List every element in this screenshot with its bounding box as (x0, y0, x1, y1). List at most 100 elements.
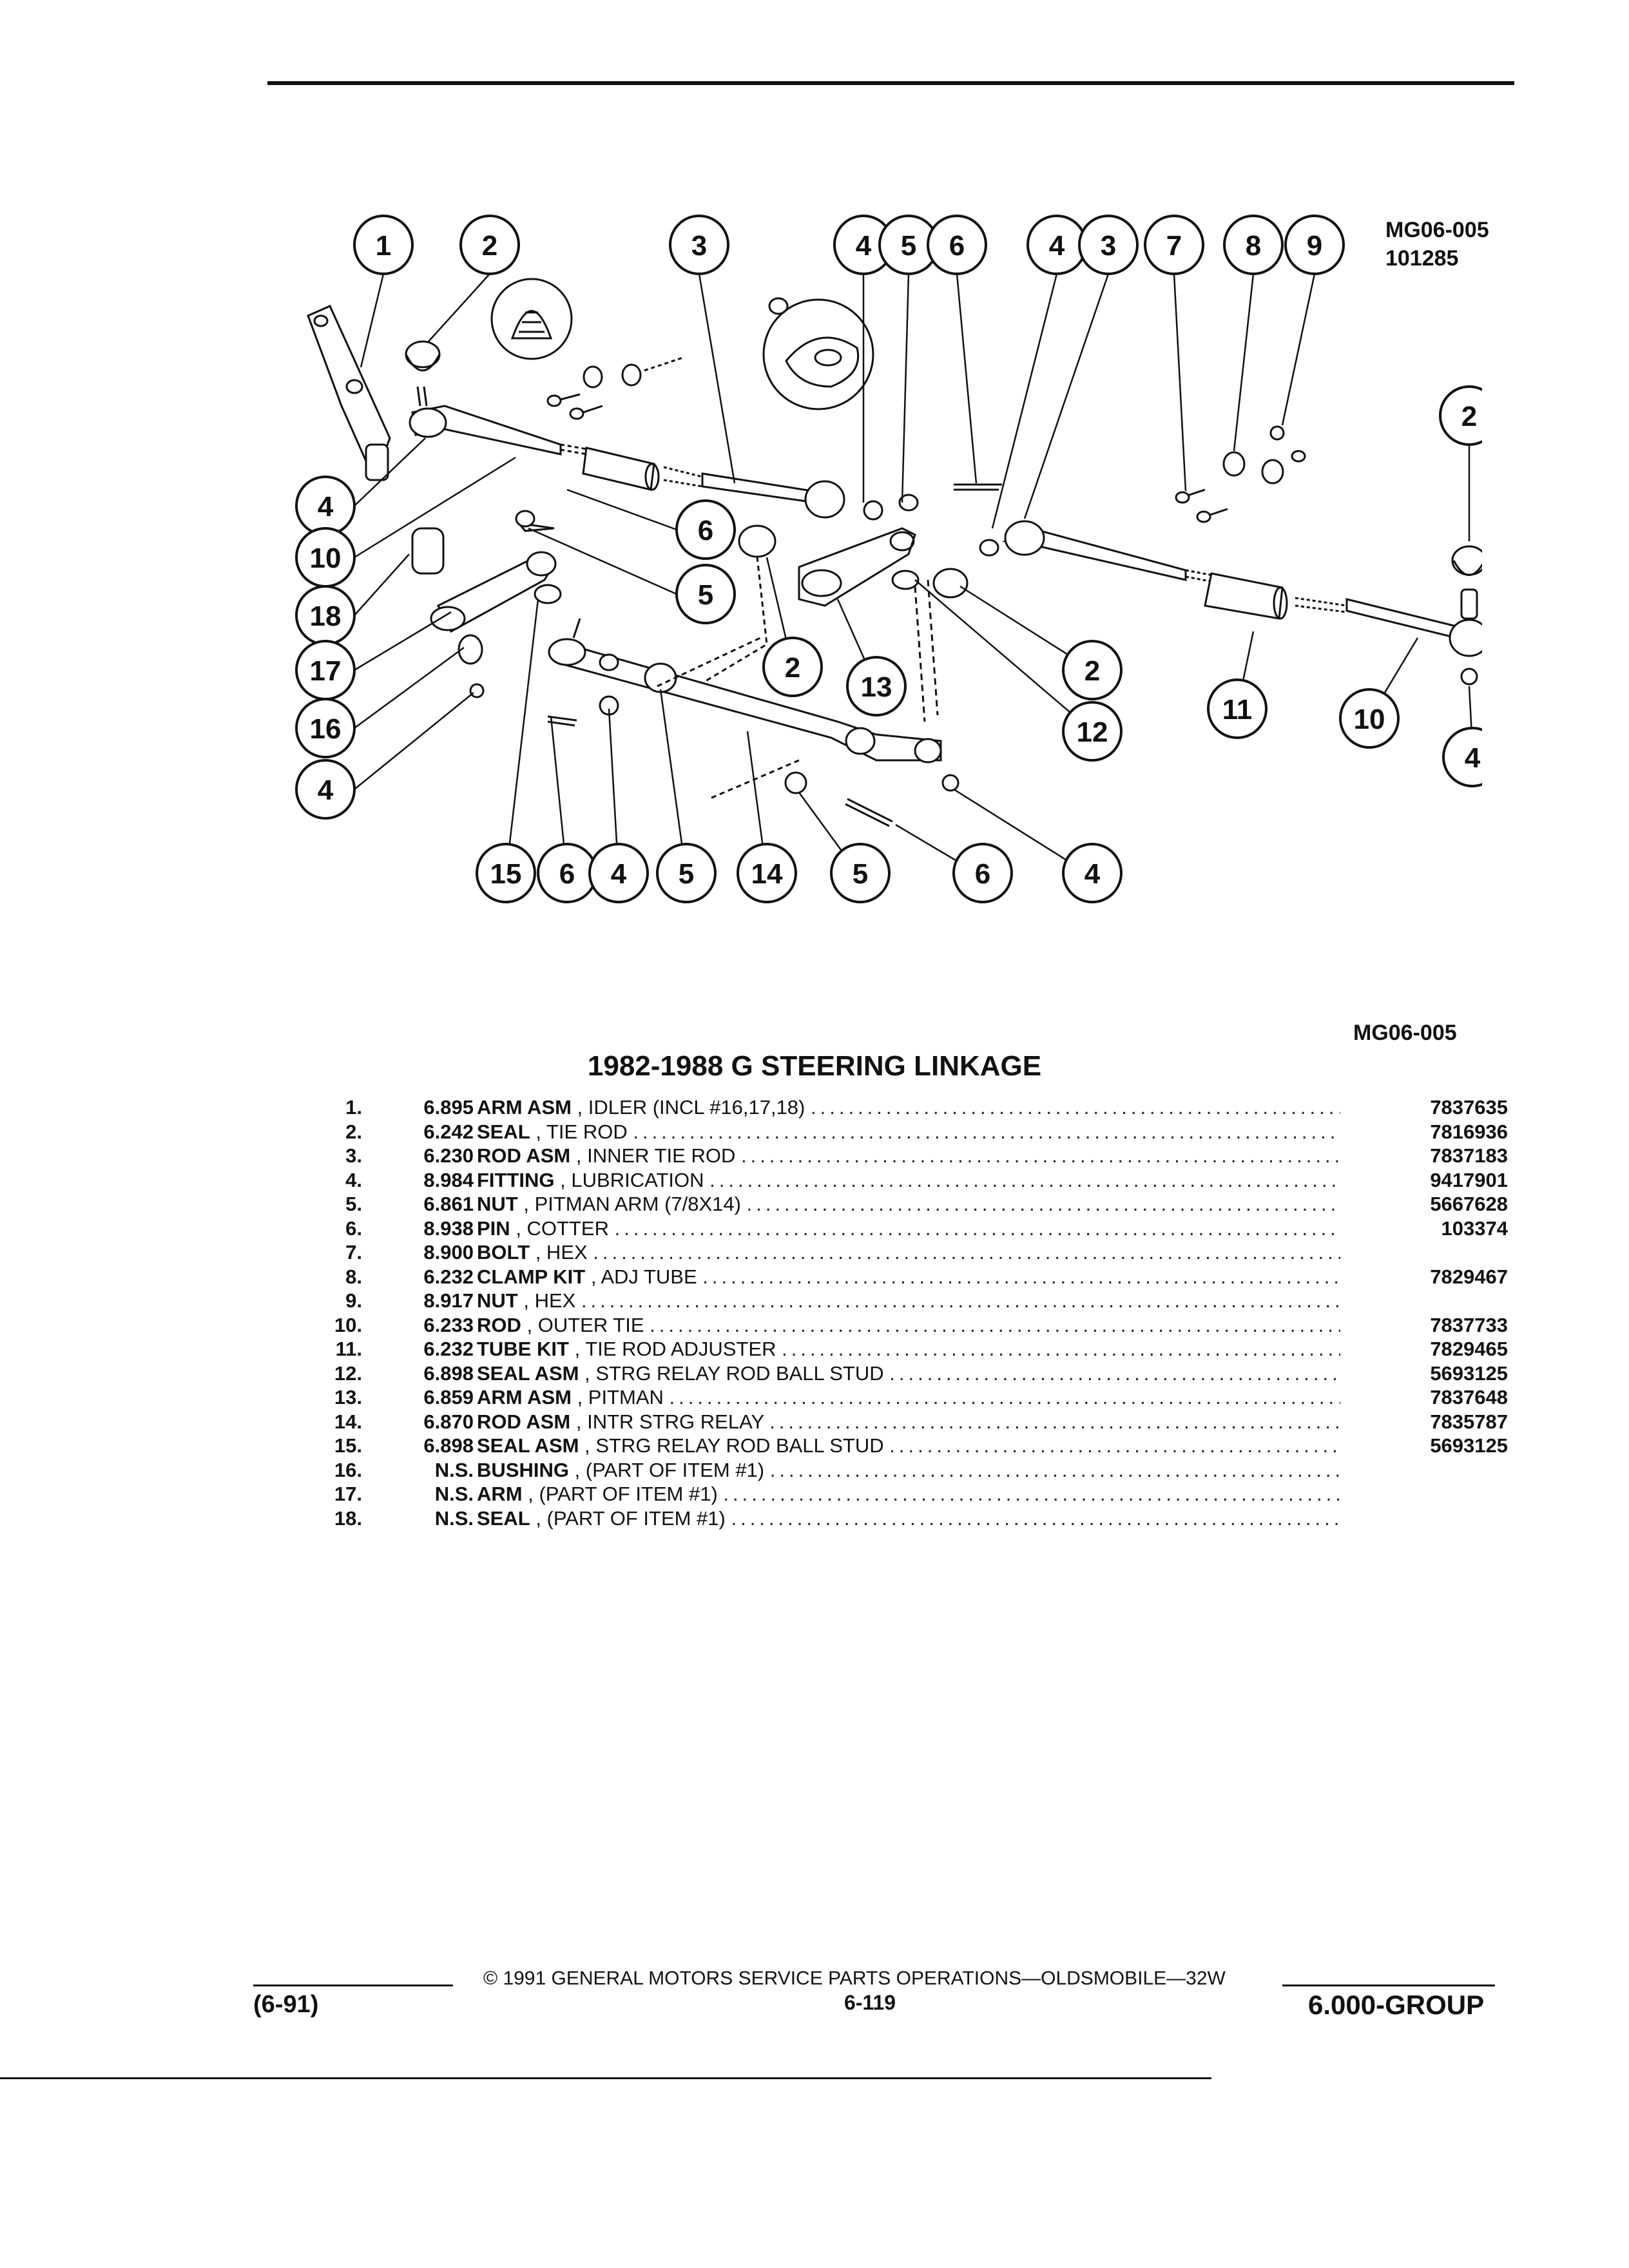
callout-label: 4 (1049, 230, 1065, 262)
group-number: 6.232 (423, 1265, 474, 1288)
callout-label: 5 (679, 858, 694, 890)
part-name: ROD (477, 1313, 521, 1336)
part-number: 7829465 (1430, 1338, 1508, 1360)
callout-label: 1 (376, 230, 391, 262)
part-description: ARM ASM , IDLER (INCL #16,17,18) .......… (477, 1095, 1340, 1120)
part-detail: , ADJ TUBE (590, 1265, 697, 1288)
leader-dots: ........................................… (811, 1096, 1340, 1119)
item-number: 3. (345, 1144, 362, 1167)
callout-label: 11 (1222, 694, 1253, 726)
callout-label: 3 (1101, 230, 1116, 262)
part-detail: , TIE ROD (535, 1120, 628, 1143)
item-number: 5. (345, 1193, 362, 1215)
part-detail: , TIE ROD ADJUSTER (574, 1338, 776, 1360)
part-name: FITTING (477, 1168, 555, 1191)
callout-label: 5 (901, 230, 916, 262)
part-detail: , HEX (523, 1289, 576, 1312)
figure-date-code: 101285 (1385, 246, 1459, 271)
group-number: N.S. (434, 1506, 474, 1530)
item-number: 4. (345, 1168, 362, 1191)
callout-label: 2 (1084, 655, 1100, 687)
leader-dots: ........................................… (782, 1338, 1340, 1360)
part-number: 7829467 (1430, 1265, 1508, 1288)
callout-label: 4 (1084, 858, 1101, 890)
item-number: 9. (345, 1289, 362, 1312)
callout-label: 18 (310, 601, 342, 632)
part-name: NUT (477, 1193, 518, 1215)
leader-dots: ........................................… (614, 1216, 1340, 1240)
item-number: 2. (345, 1120, 362, 1143)
leader-dots: ........................................… (633, 1120, 1340, 1143)
part-name: ARM ASM (477, 1096, 572, 1119)
part-name: SEAL ASM (477, 1434, 579, 1457)
callout-label: 12 (1077, 716, 1108, 748)
callout-label: 10 (1354, 704, 1385, 735)
part-description: ARM , (PART OF ITEM #1) ................… (477, 1482, 1340, 1506)
part-number: 7837183 (1430, 1144, 1508, 1167)
page-title: 1982-1988 G STEERING LINKAGE (587, 1050, 1042, 1082)
part-detail: , (PART OF ITEM #1) (535, 1506, 726, 1530)
part-description: SEAL , TIE ROD .........................… (477, 1120, 1340, 1144)
footer-copyright: © 1991 GENERAL MOTORS SERVICE PARTS OPER… (483, 1968, 1226, 1989)
part-name: SEAL ASM (477, 1361, 579, 1385)
part-detail: , PITMAN (577, 1386, 664, 1408)
callout-label: 4 (856, 230, 872, 262)
part-description: ARM ASM , PITMAN .......................… (477, 1385, 1340, 1410)
item-number: 6. (345, 1216, 362, 1240)
part-description: PIN , COTTER ...........................… (477, 1216, 1340, 1241)
parts-row: 17.N.S.ARM , (PART OF ITEM #1) .........… (322, 1482, 1514, 1506)
tie-rod-seal-right-inner (932, 568, 969, 599)
bottom-rule (0, 2077, 1211, 2079)
group-number: 6.898 (423, 1361, 474, 1385)
part-number: 9417901 (1430, 1168, 1508, 1191)
group-number: 6.233 (423, 1313, 474, 1336)
part-number: 5693125 (1430, 1434, 1508, 1457)
part-number: 7837648 (1430, 1386, 1508, 1408)
tie-rod-seal-center (738, 524, 776, 558)
leader-dots: ........................................… (702, 1265, 1340, 1288)
part-detail: , PITMAN ARM (7/8X14) (523, 1193, 741, 1215)
inner-tie-rod (701, 472, 817, 504)
part-name: NUT (477, 1289, 518, 1312)
callout-label: 6 (698, 515, 713, 546)
part-number: 5693125 (1430, 1361, 1508, 1385)
leader-dots: ........................................… (731, 1506, 1340, 1530)
part-description: NUT , HEX ..............................… (477, 1289, 1340, 1313)
item-number: 18. (334, 1506, 362, 1530)
callout-label: 6 (975, 858, 990, 890)
part-description: BOLT , HEX .............................… (477, 1240, 1340, 1265)
outer-tie-rod-right (1345, 598, 1458, 639)
callout-label: 3 (691, 230, 707, 262)
part-number: 7835787 (1430, 1410, 1508, 1433)
part-name: ROD ASM (477, 1410, 571, 1433)
part-detail: , OUTER TIE (526, 1313, 644, 1336)
part-number: 7816936 (1430, 1120, 1508, 1143)
part-detail: , STRG RELAY ROD BALL STUD (584, 1434, 884, 1457)
part-number: 5667628 (1430, 1193, 1508, 1215)
part-number: 7837635 (1430, 1096, 1508, 1119)
item-number: 16. (334, 1458, 362, 1481)
footer-rule-right (1282, 1984, 1495, 1986)
part-detail: , (PART OF ITEM #1) (574, 1458, 765, 1481)
footer-page-number: 6-119 (844, 1991, 896, 2014)
callout-label: 17 (310, 655, 342, 687)
item-number: 15. (334, 1434, 362, 1457)
group-number: 8.984 (423, 1168, 474, 1191)
callout-label: 9 (1307, 230, 1322, 262)
part-name: SEAL (477, 1120, 530, 1143)
item-number: 14. (334, 1410, 362, 1433)
part-number: 103374 (1441, 1216, 1508, 1240)
callout-label: 6 (559, 858, 575, 890)
part-description: CLAMP KIT , ADJ TUBE ...................… (477, 1265, 1340, 1289)
callout-label: 14 (751, 858, 783, 890)
leader-dots: ........................................… (740, 1144, 1340, 1167)
group-number: 6.242 (423, 1120, 474, 1143)
footer-date: (6-91) (253, 1991, 319, 2018)
